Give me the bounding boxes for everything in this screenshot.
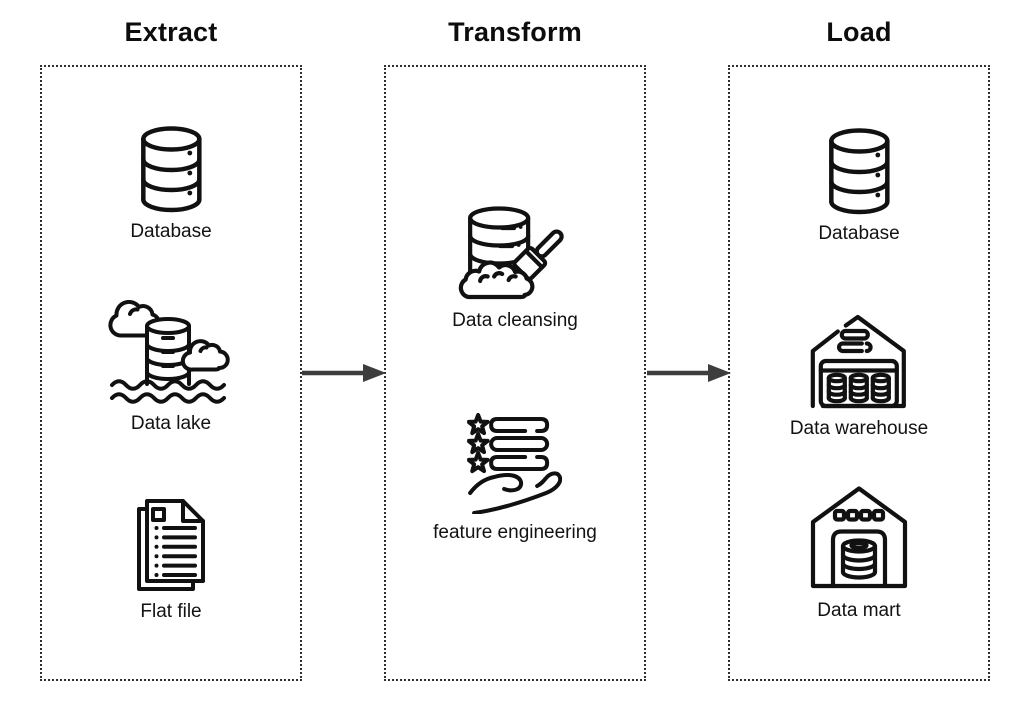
column-title-transform: Transform <box>448 17 582 47</box>
column-title-load: Load <box>826 17 892 47</box>
column-title-extract: Extract <box>124 17 218 47</box>
extract-box: Database <box>40 65 302 681</box>
data-mart-icon <box>810 486 908 589</box>
column-transform: Transform <box>384 0 646 706</box>
figure-feature-engineering: feature engineering <box>433 412 597 544</box>
icon-label: feature engineering <box>433 522 597 543</box>
icon-label: Database <box>818 223 900 244</box>
icon-label: Data mart <box>817 600 901 621</box>
figure-database: Database <box>818 127 900 245</box>
figure-data-warehouse: Data warehouse <box>790 314 928 440</box>
icon-label: Flat file <box>140 601 202 622</box>
figure-data-lake: Data lake <box>106 300 236 435</box>
icon-label: Data cleansing <box>452 310 578 331</box>
data-lake-icon <box>108 300 230 404</box>
load-box: Database <box>728 65 990 681</box>
database-icon <box>828 128 890 215</box>
figure-data-cleansing: Data cleansing <box>452 202 578 332</box>
data-warehouse-icon <box>810 314 907 409</box>
extract-to-transform-arrow-icon <box>302 364 386 382</box>
icon-label: Data warehouse <box>789 418 929 439</box>
data-cleansing-icon <box>459 206 565 300</box>
transform-box: Data cleansing <box>384 65 646 681</box>
figure-database: Database <box>130 125 212 243</box>
column-extract: Extract Database <box>40 0 302 706</box>
figure-data-mart: Data mart <box>805 484 913 622</box>
column-load: Load Database <box>728 0 990 706</box>
icon-label: Data lake <box>130 413 212 434</box>
database-icon <box>140 126 202 213</box>
figure-flat-file: Flat file <box>131 495 211 623</box>
flat-file-icon <box>137 499 205 591</box>
icon-label: Database <box>130 221 212 242</box>
feature-engineering-icon <box>467 413 563 514</box>
transform-to-load-arrow-icon <box>647 364 731 382</box>
